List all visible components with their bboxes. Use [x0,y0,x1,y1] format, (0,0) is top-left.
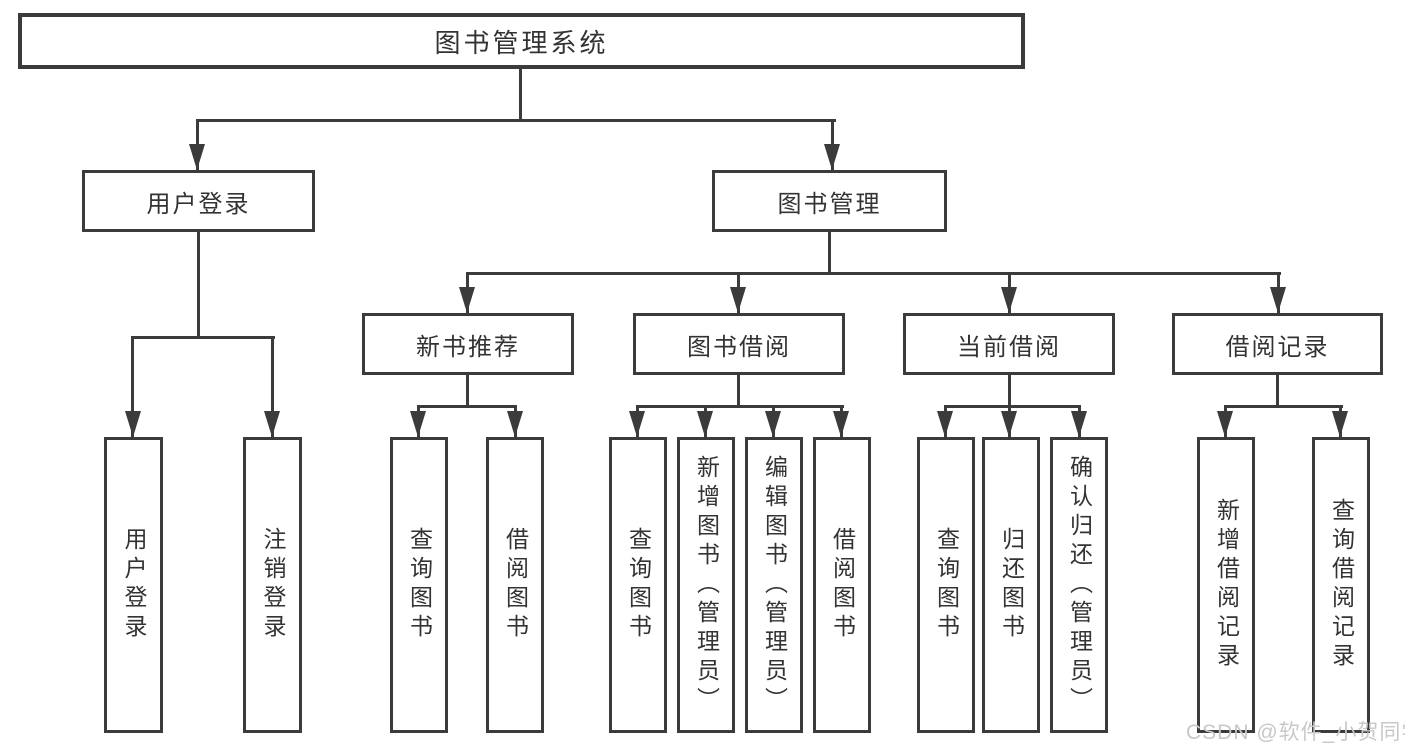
connector-line [466,272,1281,275]
arrow-down-icon [264,411,280,437]
leaf-query-books-3: 查询图书 [917,437,975,733]
connector-line [466,375,469,408]
arrow-down-icon [730,287,746,313]
arrow-down-icon [189,144,205,170]
leaf-confirm-return-admin: 确认归还（管理员） [1050,437,1108,733]
node-new-book-recommendation: 新书推荐 [362,313,574,375]
node-user-login: 用户登录 [82,170,315,232]
connector-line [131,336,134,437]
connector-line [519,68,522,122]
node-borrowing-records: 借阅记录 [1172,313,1383,375]
connector-line [196,119,836,122]
arrow-down-icon [1001,411,1017,437]
leaf-borrow-books-1: 借阅图书 [486,437,544,733]
arrow-down-icon [1332,411,1348,437]
arrow-down-icon [765,411,781,437]
connector-line [197,232,200,339]
connector-line [1276,375,1279,408]
leaf-query-borrow-record: 查询借阅记录 [1312,437,1370,733]
arrow-down-icon [629,411,645,437]
connector-line [636,405,844,408]
connector-line [828,232,831,275]
leaf-borrow-books-2: 借阅图书 [813,437,871,733]
arrow-down-icon [833,411,849,437]
arrow-down-icon [1071,411,1087,437]
arrow-down-icon [1001,287,1017,313]
connector-line [737,375,740,408]
leaf-logout: 注销登录 [243,437,302,733]
leaf-add-book-admin: 新增图书（管理员） [677,437,735,733]
node-library-management-system: 图书管理系统 [18,13,1025,69]
arrow-down-icon [507,411,523,437]
connector-line [1224,405,1343,408]
node-book-borrowing: 图书借阅 [633,313,845,375]
arrow-down-icon [824,144,840,170]
connector-line [271,336,274,437]
node-book-management: 图书管理 [712,170,947,232]
arrow-down-icon [125,411,141,437]
leaf-return-book: 归还图书 [982,437,1040,733]
connector-line [131,336,275,339]
arrow-down-icon [937,411,953,437]
leaf-query-books-2: 查询图书 [609,437,667,733]
leaf-query-books-1: 查询图书 [390,437,448,733]
arrow-down-icon [1217,411,1233,437]
leaf-user-login: 用户登录 [104,437,163,733]
watermark-text: CSDN @软件_小贺同学 [1186,721,1405,744]
leaf-edit-book-admin: 编辑图书（管理员） [745,437,803,733]
arrow-down-icon [410,411,426,437]
node-current-borrowing: 当前借阅 [903,313,1115,375]
connector-line [944,405,1081,408]
arrow-down-icon [1270,287,1286,313]
connector-line [417,405,517,408]
leaf-add-borrow-record: 新增借阅记录 [1197,437,1255,733]
arrow-down-icon [459,287,475,313]
arrow-down-icon [697,411,713,437]
